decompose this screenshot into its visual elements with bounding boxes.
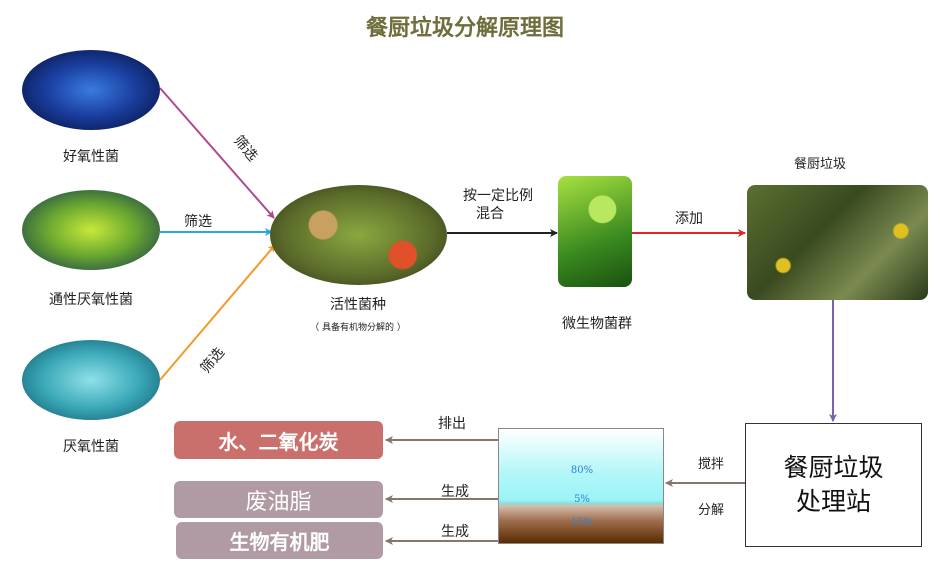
aerobic-bacteria-image (22, 50, 160, 130)
microbe-group-image (558, 176, 632, 287)
oil-action-label: 生成 (441, 484, 469, 500)
mix-label-1: 按一定比例 (463, 188, 533, 204)
waste-label: 餐厨垃圾 (793, 157, 847, 172)
station-line-1: 餐厨垃圾 (783, 453, 884, 482)
water-percent: 80% (570, 465, 594, 476)
arrow-anaerobic (159, 244, 276, 381)
output-waste-oil-label: 废油脂 (245, 489, 312, 515)
food-waste-image (747, 185, 928, 300)
fertilizer-action-label: 生成 (441, 524, 469, 540)
oil-percent: 5% (574, 494, 590, 505)
station-line-2: 处理站 (795, 487, 871, 516)
active-strain-sub: （ 具备有机物分解的 ） (310, 323, 406, 333)
add-label: 添加 (675, 211, 703, 227)
output-water-co2-label: 水、二氧化炭 (218, 429, 339, 454)
output-water-co2: 水、二氧化炭 (174, 421, 383, 459)
facultative-bacteria-image (22, 190, 160, 270)
stir-label: 搅拌 (697, 457, 725, 472)
diagram-title: 餐厨垃圾分解原理图 (365, 16, 565, 41)
processing-station-box: 餐厨垃圾 处理站 (745, 423, 922, 547)
solid-percent: 15% (570, 517, 594, 528)
aerobic-label: 好氧性菌 (63, 149, 119, 165)
output-fertilizer: 生物有机肥 (176, 522, 383, 559)
facultative-label: 通性厌氧性菌 (49, 292, 133, 308)
microbe-group-label: 微生物菌群 (562, 316, 632, 332)
anaerobic-bacteria-image (22, 340, 160, 420)
output-fertilizer-label: 生物有机肥 (229, 530, 330, 554)
discharge-label: 排出 (438, 416, 466, 432)
active-strain-image (270, 185, 447, 285)
mix-label-2: 混合 (476, 206, 504, 222)
arrow-aerobic (159, 87, 275, 219)
anaerobic-label: 厌氧性菌 (63, 439, 119, 455)
decompose-label: 分解 (697, 503, 725, 518)
output-waste-oil: 废油脂 (174, 481, 383, 518)
screen-label-2: 筛选 (184, 214, 212, 230)
separation-tank: 80% 5% 15% (498, 428, 664, 544)
active-strain-label: 活性菌种 (330, 297, 386, 313)
